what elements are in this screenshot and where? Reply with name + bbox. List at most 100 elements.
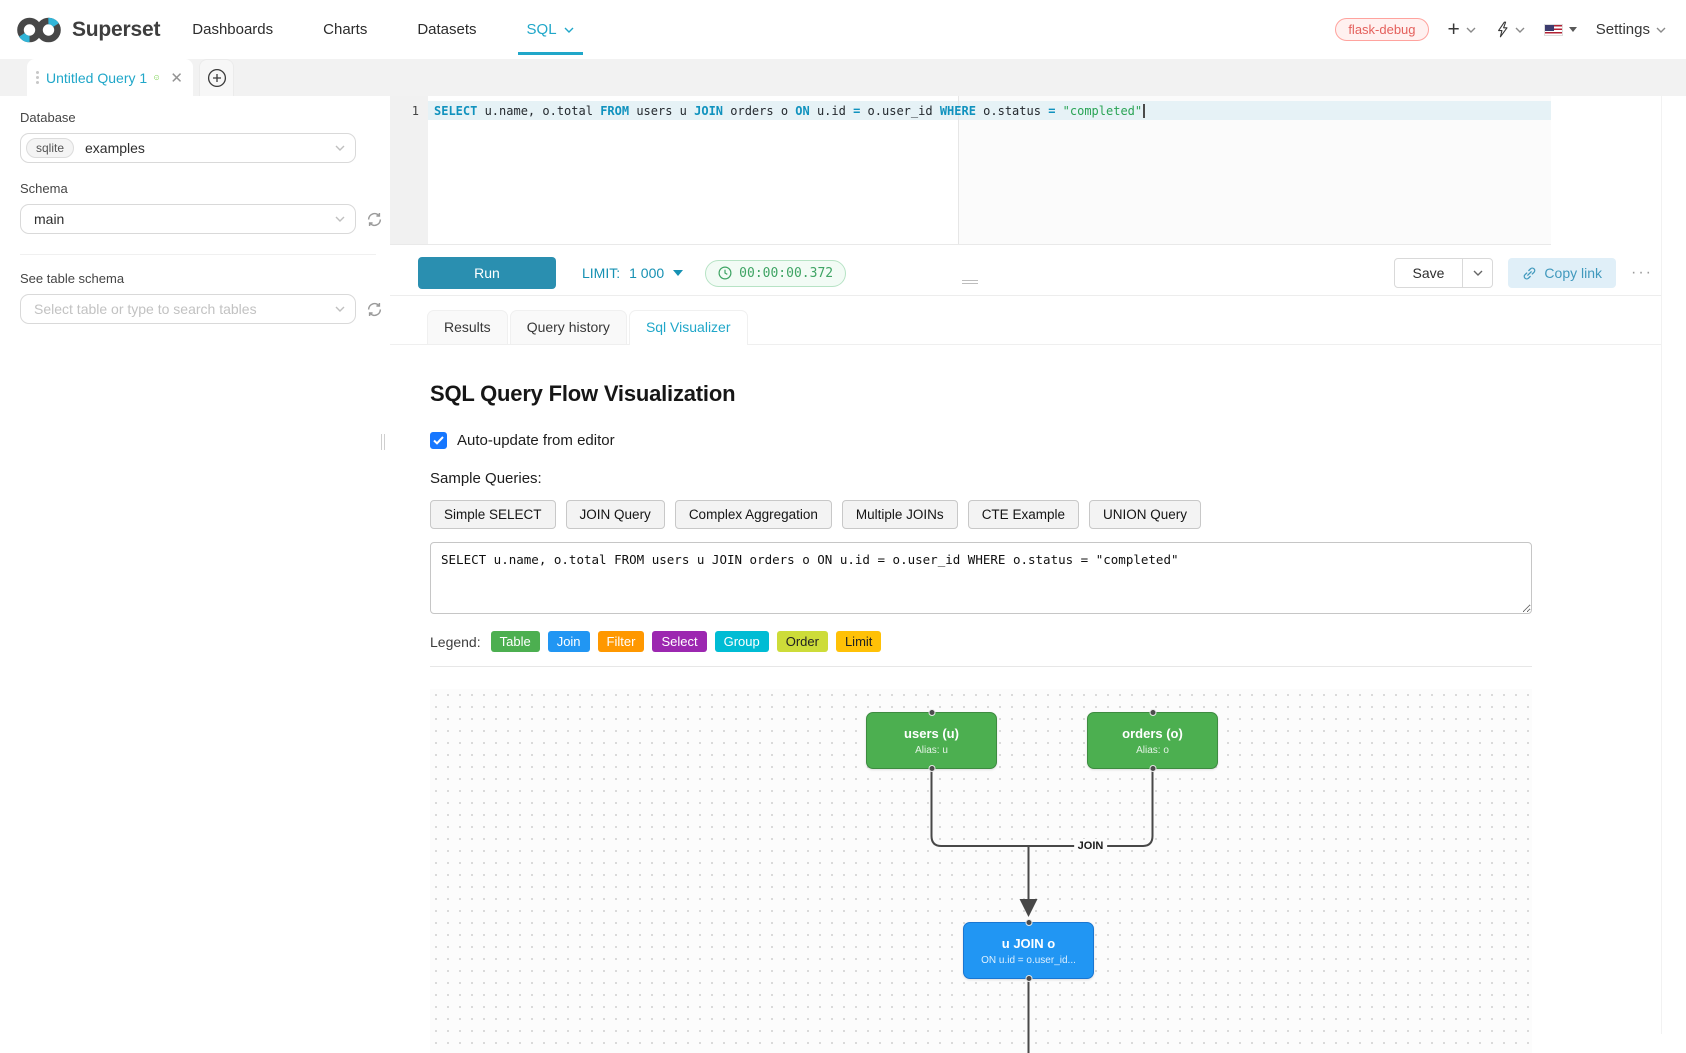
legend-badge-table: Table: [491, 631, 540, 652]
query-search-menu[interactable]: [1495, 21, 1525, 38]
refresh-schemas-button[interactable]: [364, 209, 384, 229]
schema-select[interactable]: main: [20, 204, 356, 234]
sql-token-keyword: FROM: [600, 104, 629, 118]
node-users-u[interactable]: users (u)Alias: u: [866, 712, 997, 769]
connection-handle-top[interactable]: [928, 709, 935, 716]
nav-item-datasets[interactable]: Datasets: [417, 21, 476, 38]
chevron-down-icon: [1656, 27, 1666, 33]
query-flow-diagram[interactable]: JOIN users (u)Alias: u orders (o)Alias: o…: [430, 689, 1532, 1053]
nav-item-charts[interactable]: Charts: [323, 21, 367, 38]
node-title: orders (o): [1122, 726, 1183, 741]
query-tab-title: Untitled Query 1: [46, 70, 147, 86]
sql-token-string: "completed": [1063, 104, 1142, 118]
sql-token-plain: o.user_id: [860, 104, 939, 118]
lightning-icon: [1495, 21, 1509, 38]
query-timer: 00:00:00.372: [705, 260, 846, 287]
sql-token-plain: [1055, 104, 1062, 118]
check-icon: [433, 436, 444, 445]
query-text-input[interactable]: SELECT u.name, o.total FROM users u JOIN…: [430, 542, 1532, 614]
sample-query-button-simple-select[interactable]: Simple SELECT: [430, 500, 556, 529]
sqllab-main-pane: 1 SELECT u.name, o.total FROM users u JO…: [390, 96, 1662, 1034]
sql-token-plain: u.name, o.total: [477, 104, 600, 118]
new-query-tab-button[interactable]: [199, 59, 234, 96]
copy-link-button[interactable]: Copy link: [1508, 258, 1616, 288]
limit-label: LIMIT:: [582, 265, 620, 281]
chevron-down-icon: [1466, 27, 1476, 33]
sql-token-keyword: WHERE: [940, 104, 976, 118]
sql-token-keyword: JOIN: [694, 104, 723, 118]
legend-badge-order: Order: [777, 631, 828, 652]
connection-handle-bottom[interactable]: [1025, 975, 1032, 982]
query-tab-active[interactable]: Untitled Query 1 ✕: [27, 59, 193, 96]
chevron-down-icon: [335, 216, 345, 222]
run-button[interactable]: Run: [418, 257, 556, 289]
connection-handle-top[interactable]: [1149, 709, 1156, 716]
new-item-menu[interactable]: +: [1448, 21, 1476, 39]
schema-value: main: [26, 211, 64, 227]
table-search-placeholder: Select table or type to search tables: [26, 301, 257, 317]
connection-handle-top[interactable]: [1025, 919, 1032, 926]
node-orders-o[interactable]: orders (o)Alias: o: [1087, 712, 1218, 769]
sql-token-plain: o.status: [976, 104, 1048, 118]
refresh-tables-button[interactable]: [364, 299, 384, 319]
table-search-select[interactable]: Select table or type to search tables: [20, 294, 356, 324]
sql-editor[interactable]: 1 SELECT u.name, o.total FROM users u JO…: [390, 96, 1551, 245]
tab-sql-visualizer[interactable]: Sql Visualizer: [629, 310, 748, 345]
legend-label: Legend:: [430, 634, 481, 650]
auto-update-label: Auto-update from editor: [457, 432, 615, 449]
auto-update-row: Auto-update from editor: [430, 432, 1661, 449]
database-engine-tag: sqlite: [26, 138, 74, 158]
tab-query-history[interactable]: Query history: [510, 310, 627, 344]
sample-query-buttons: Simple SELECT JOIN Query Complex Aggregati…: [430, 500, 1661, 529]
section-divider: [430, 666, 1532, 667]
connection-handle-bottom[interactable]: [928, 765, 935, 772]
settings-menu[interactable]: Settings: [1596, 21, 1666, 38]
sample-query-button-complex-aggregation[interactable]: Complex Aggregation: [675, 500, 832, 529]
editor-gutter: 1: [390, 96, 428, 244]
sample-query-button-cte-example[interactable]: CTE Example: [968, 500, 1079, 529]
chevron-down-icon: [1473, 270, 1483, 276]
navbar-right: flask-debug + Settings: [1335, 18, 1666, 41]
settings-label: Settings: [1596, 21, 1650, 38]
node-title: u JOIN o: [1002, 936, 1055, 951]
database-select[interactable]: sqlite examples: [20, 133, 356, 163]
join-edge-label: JOIN: [1074, 839, 1108, 853]
page-title: SQL Query Flow Visualization: [430, 381, 1661, 407]
nav-item-dashboards[interactable]: Dashboards: [192, 21, 273, 38]
sample-queries-label: Sample Queries:: [430, 470, 1661, 487]
brand-name: Superset: [72, 18, 160, 42]
us-flag-icon: [1544, 24, 1563, 36]
drag-handle-icon[interactable]: [36, 71, 39, 84]
database-label: Database: [20, 110, 390, 125]
sql-token-keyword: SELECT: [434, 104, 477, 118]
limit-dropdown[interactable]: LIMIT: 1 000: [582, 265, 683, 281]
chevron-down-icon: [335, 145, 345, 151]
close-icon[interactable]: ✕: [170, 69, 183, 87]
more-menu-icon[interactable]: ···: [1631, 264, 1653, 282]
chevron-down-icon: [335, 306, 345, 312]
sidebar-resize-handle[interactable]: [381, 434, 385, 450]
superset-logo[interactable]: Superset: [16, 15, 160, 45]
sample-query-button-union-query[interactable]: UNION Query: [1089, 500, 1201, 529]
tab-results[interactable]: Results: [427, 310, 508, 344]
database-value: examples: [83, 140, 145, 156]
limit-value: 1 000: [629, 265, 664, 281]
resize-grip-icon[interactable]: [962, 280, 978, 284]
line-number: 1: [390, 102, 419, 121]
caret-down-icon: [673, 270, 683, 276]
sample-query-button-join-query[interactable]: JOIN Query: [566, 500, 665, 529]
save-button[interactable]: Save: [1394, 258, 1464, 288]
save-dropdown-button[interactable]: [1462, 258, 1493, 288]
auto-update-checkbox[interactable]: [430, 432, 447, 449]
chevron-down-icon: [564, 27, 574, 33]
environment-badge: flask-debug: [1335, 18, 1428, 41]
connection-handle-bottom[interactable]: [1149, 765, 1156, 772]
navbar: Superset Dashboards Charts Datasets SQL fl…: [0, 0, 1686, 59]
sql-code-line[interactable]: SELECT u.name, o.total FROM users u JOIN…: [434, 102, 1145, 120]
copy-link-label: Copy link: [1544, 265, 1602, 281]
sample-query-button-multiple-joins[interactable]: Multiple JOINs: [842, 500, 958, 529]
language-picker[interactable]: [1544, 24, 1577, 36]
nav-item-sql[interactable]: SQL: [527, 21, 574, 38]
